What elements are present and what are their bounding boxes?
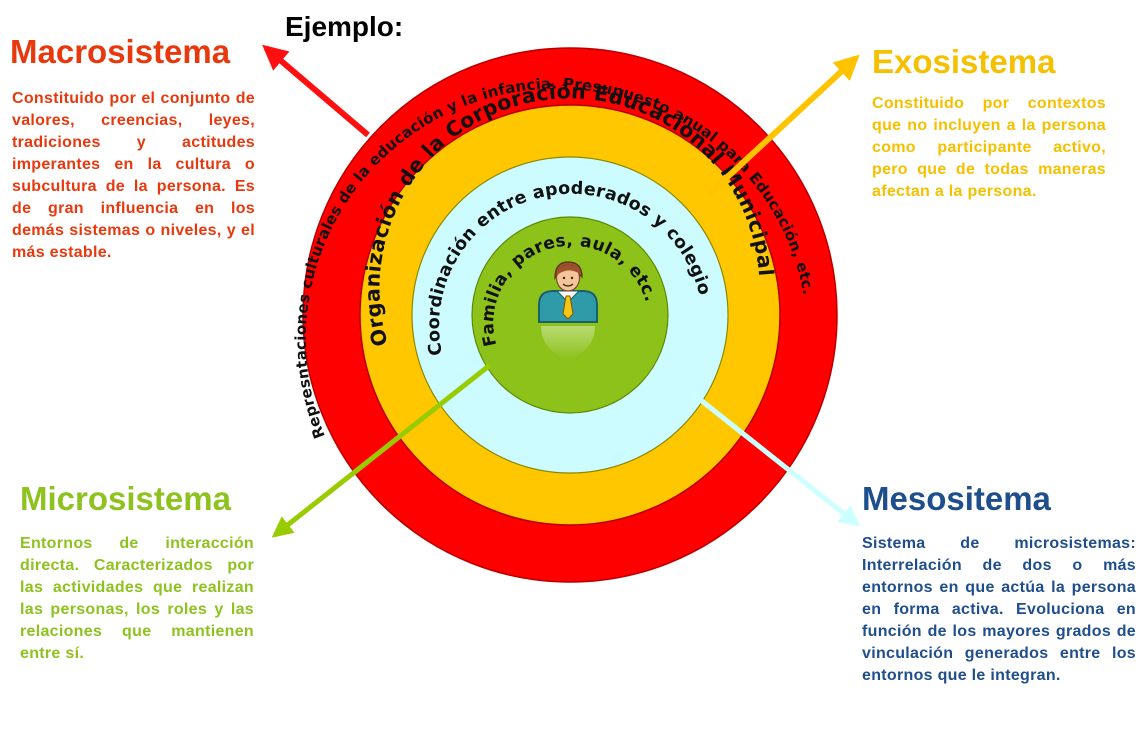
person-mouth-shape — [562, 283, 574, 287]
macrosystem-arrow — [262, 44, 370, 138]
person-icon — [538, 261, 598, 360]
mesosystem-arrow — [691, 392, 861, 527]
exosystem-arrow — [705, 54, 860, 198]
mesosystem-heading: Mesositema — [862, 480, 1051, 517]
example-title: Ejemplo: — [285, 11, 404, 42]
person-eye-shape — [562, 276, 566, 280]
macrosystem-heading: Macrosistema — [10, 33, 231, 70]
exosystem-heading: Exosistema — [872, 43, 1056, 80]
person-reflection-shape — [541, 326, 595, 360]
person-tie-shape — [562, 295, 574, 320]
microsystem-heading: Microsistema — [20, 480, 231, 517]
macrosystem-description: Constituido por el conjunto de valores, … — [12, 90, 255, 261]
person-eye-shape — [570, 276, 574, 280]
exosystem-description: Constituido por contextos que no incluye… — [872, 95, 1106, 200]
microsystem-description: Entornos de interacción directa. Caracte… — [20, 535, 254, 662]
microsystem-arrow — [271, 363, 492, 538]
person-hair-front-shape — [557, 265, 580, 276]
mesosystem-description: Sistema de microsistemas: Interrelación … — [862, 535, 1136, 684]
